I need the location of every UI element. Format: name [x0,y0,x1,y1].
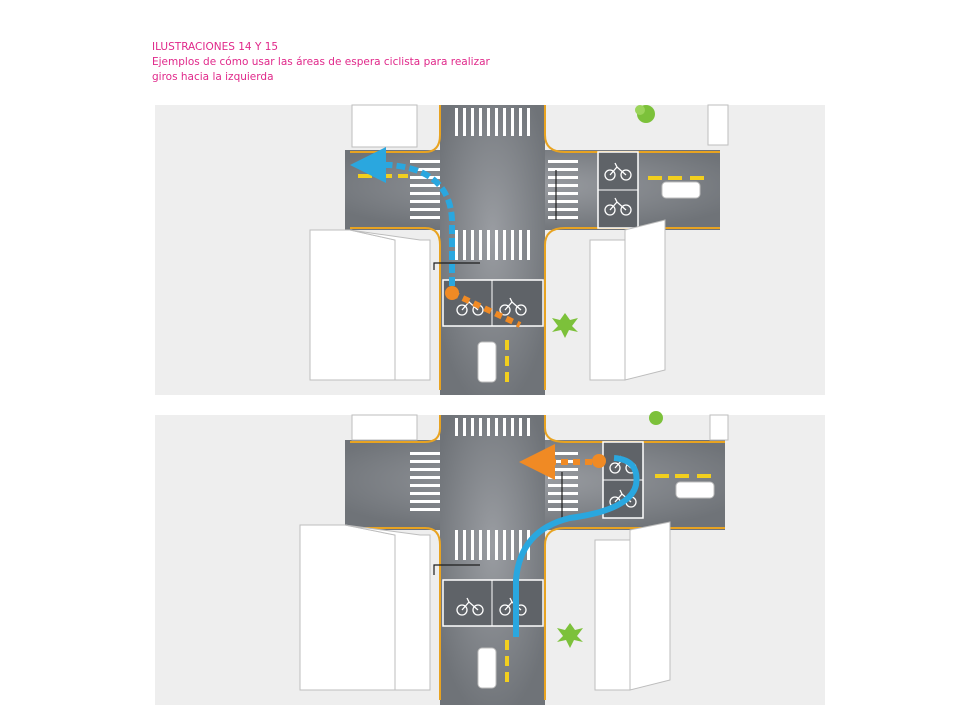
vehicle [477,341,497,383]
bike-box-south [442,279,544,327]
tree [552,313,578,338]
curb-line [544,105,720,153]
curb-line [350,415,441,443]
cyclist-position-marker [592,454,606,468]
lane-markings [505,474,711,682]
crosswalk-north [455,108,530,136]
bike-path-orange [450,290,522,328]
buildings [299,414,729,691]
crosswalk-north [455,418,530,436]
tree [635,105,655,123]
traffic-signal [433,170,557,270]
crosswalk-south [455,230,530,260]
illustration-14 [0,90,960,410]
intersection-diagram-14 [155,104,825,395]
crosswalk-west [410,160,440,219]
bike-path-blue [350,147,455,286]
tree [649,411,663,425]
crosswalk-east [548,160,578,219]
cyclist-position-marker [445,286,459,300]
vehicle [675,481,715,499]
curb-line [544,527,725,700]
vehicle [477,647,497,689]
curb-line [544,227,720,390]
illustration-15 [0,400,960,720]
caption-title: ILUSTRACIONES 14 Y 15 [152,41,279,53]
curb-line [350,227,441,390]
caption-line-1: Ejemplos de cómo usar las áreas de esper… [152,56,490,68]
intersection-diagram-15 [155,411,825,705]
traffic-signal [433,472,563,575]
bike-path-blue [513,455,640,637]
buildings [309,104,729,381]
curb-line [544,415,725,443]
bike-box-south [442,579,544,627]
vehicle [661,181,701,199]
tree [557,623,583,648]
curb-line [350,105,441,153]
figure-caption: ILUSTRACIONES 14 Y 15 Ejemplos de cómo u… [152,40,490,85]
caption-line-2: giros hacia la izquierda [152,71,274,83]
crosswalk-west [410,452,440,511]
curb-line [350,527,441,700]
bicycle-symbol [604,162,632,216]
